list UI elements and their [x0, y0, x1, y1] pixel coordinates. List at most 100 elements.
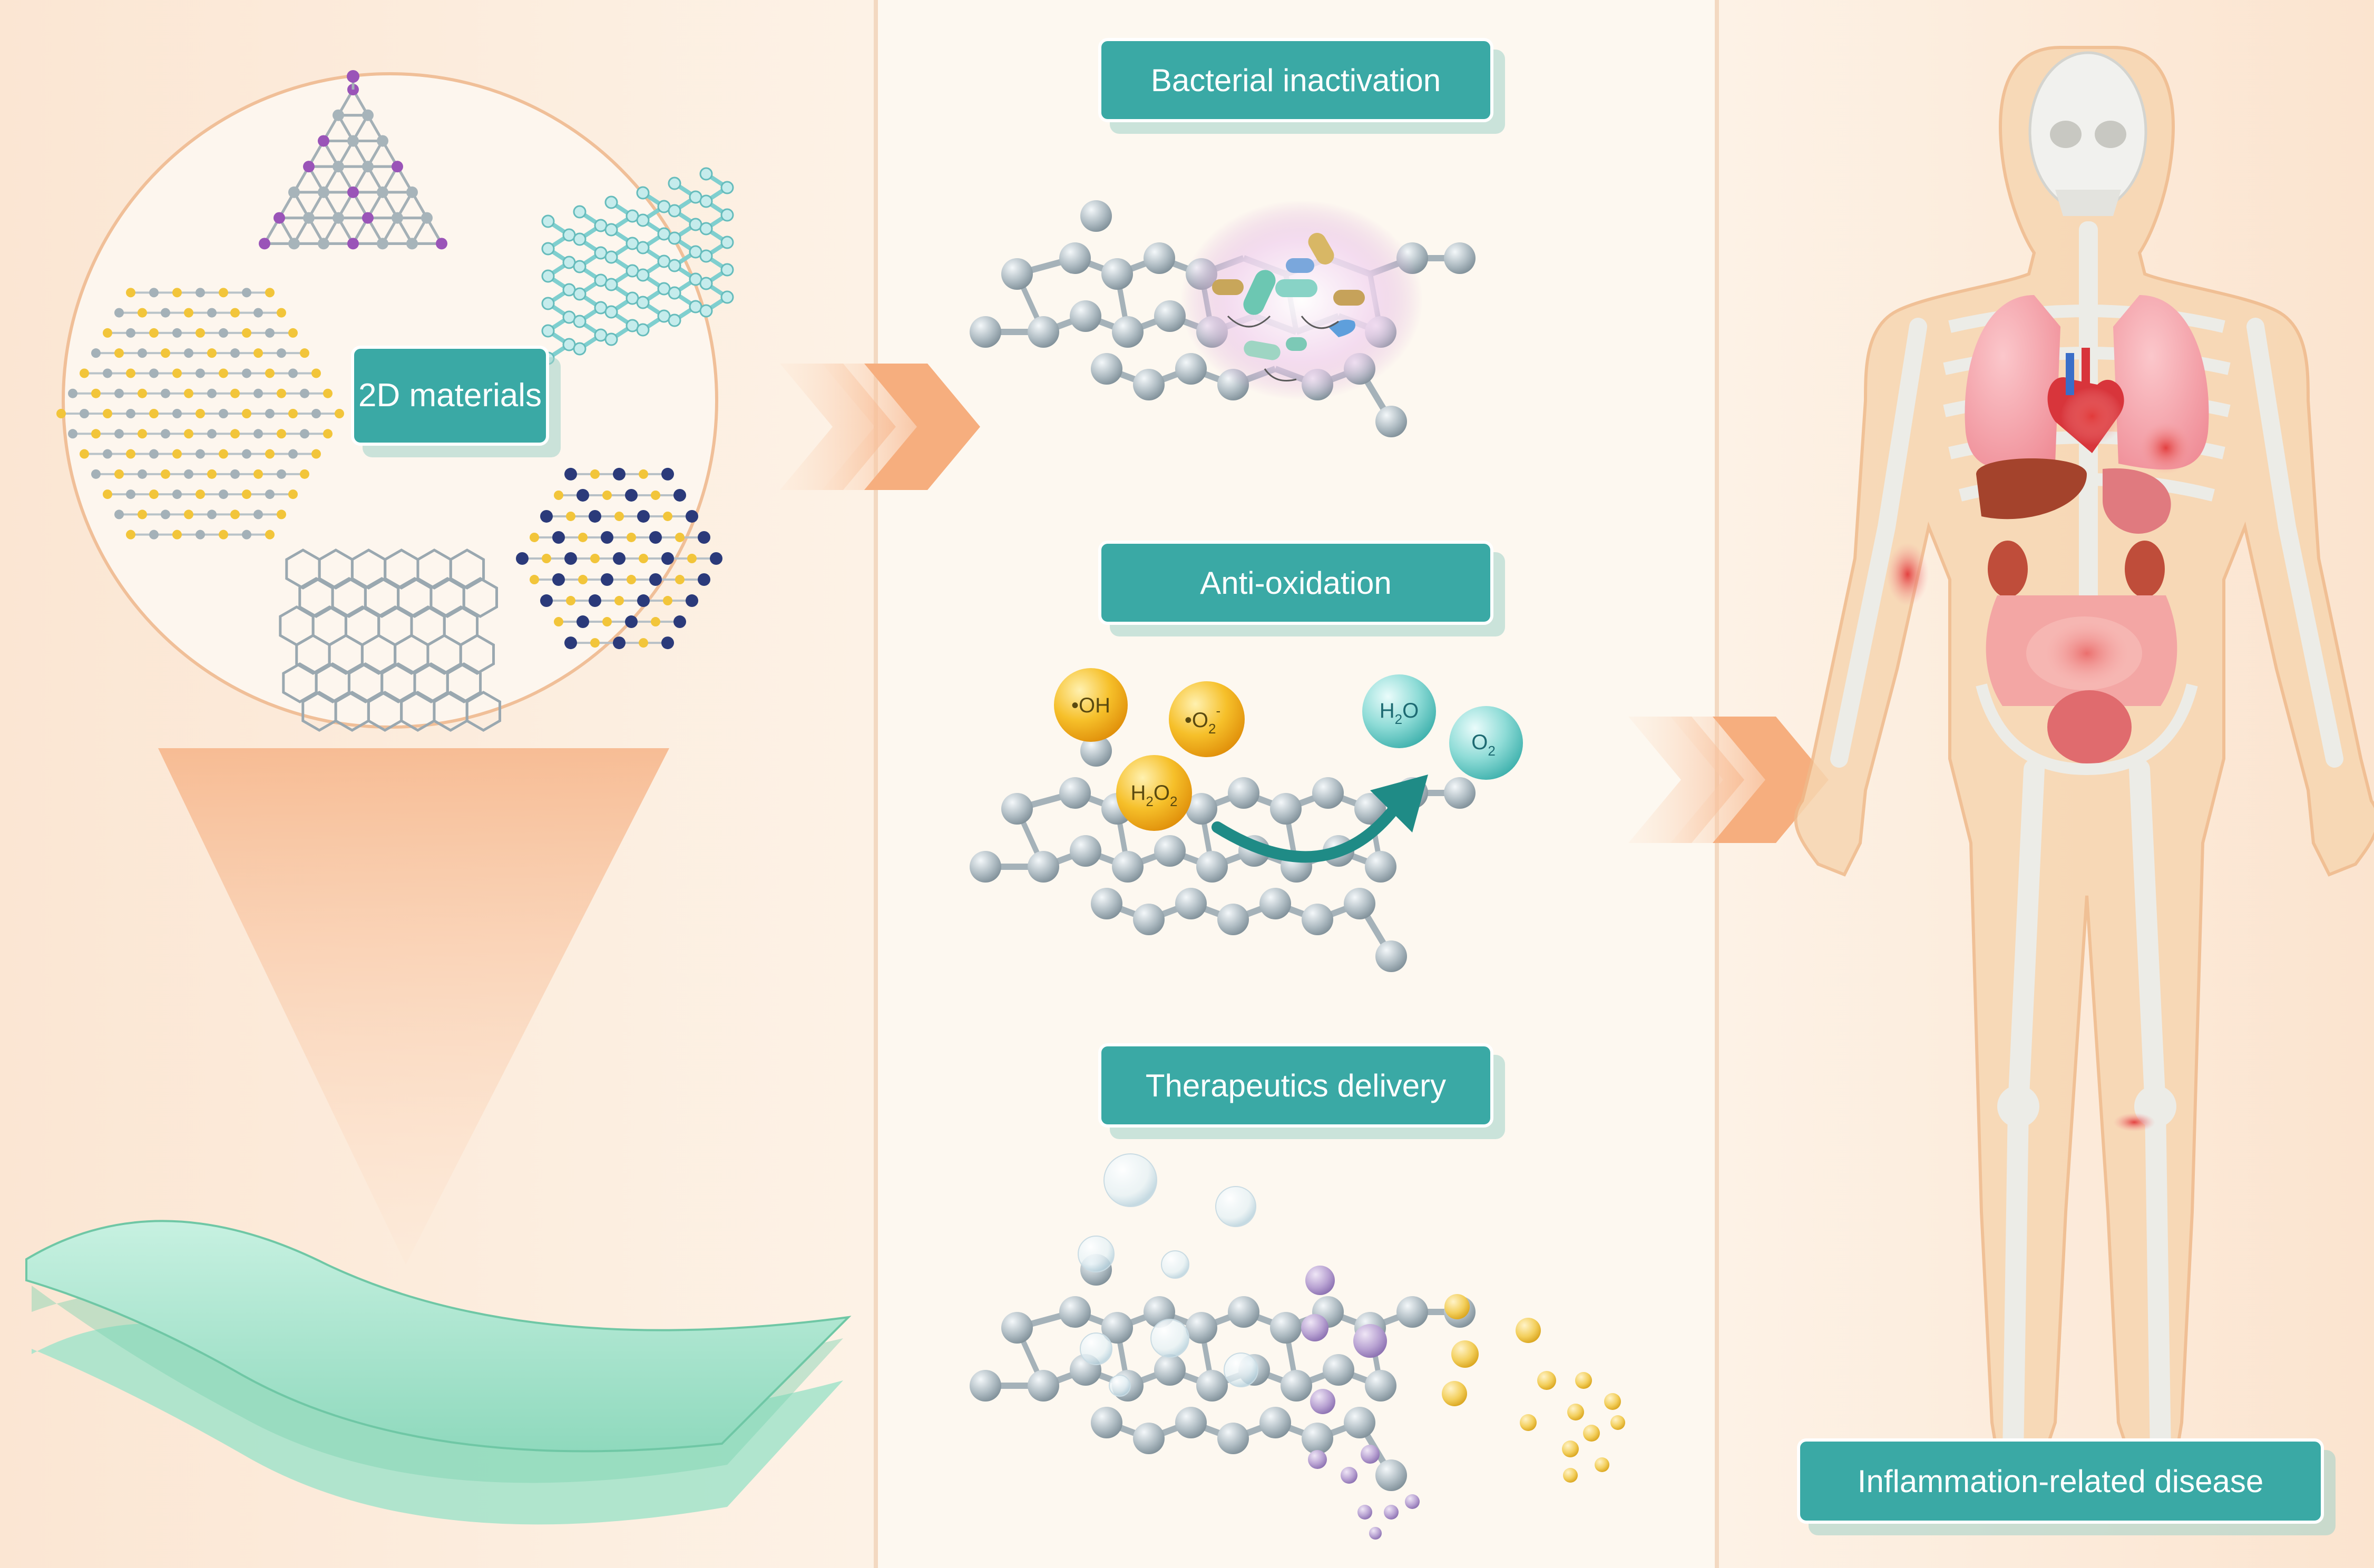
atom: [207, 469, 217, 479]
2d-sheet-stack: [25, 1220, 852, 1525]
atom: [288, 409, 298, 418]
atom: [627, 532, 636, 542]
atom: [103, 409, 112, 418]
atom: [273, 212, 285, 224]
atom: [277, 308, 286, 318]
atom: [242, 530, 251, 540]
atom: [673, 488, 686, 502]
atom: [552, 531, 565, 544]
atom: [172, 489, 182, 499]
water-sphere: H2O: [1362, 674, 1436, 748]
atom: [1365, 851, 1396, 883]
human-body-figure: [1794, 46, 2374, 1498]
superoxide-subscript: 2: [1208, 721, 1216, 737]
atom: [288, 368, 298, 378]
atom: [1228, 1296, 1259, 1328]
atom: [661, 636, 674, 650]
atom: [265, 449, 275, 459]
atom: [698, 531, 710, 544]
atom: [323, 429, 333, 439]
atom: [668, 313, 681, 327]
atom: [277, 469, 286, 479]
atom: [161, 429, 170, 439]
atom: [242, 288, 251, 298]
atom: [68, 388, 77, 398]
atom: [311, 449, 321, 459]
atom: [686, 509, 698, 523]
atom: [1028, 1370, 1059, 1402]
atom: [149, 489, 159, 499]
atom: [1154, 1354, 1186, 1386]
atom: [333, 212, 344, 224]
atom: [1175, 353, 1207, 385]
atom: [288, 489, 298, 499]
drug-particle-gold: [1595, 1457, 1609, 1472]
conversion-arrow: [1212, 775, 1428, 863]
atom: [668, 286, 681, 300]
atom: [1344, 1407, 1375, 1438]
atom: [601, 573, 613, 586]
atom: [1302, 1423, 1333, 1454]
drug-particle-purple: [1310, 1389, 1335, 1414]
atom: [675, 575, 685, 585]
atom: [207, 348, 217, 358]
atom: [114, 429, 124, 439]
atom: [636, 241, 650, 254]
atom: [542, 554, 551, 563]
atom: [589, 594, 601, 607]
atom: [604, 305, 618, 319]
atom: [242, 449, 251, 459]
lattice-therapeutics: [970, 1254, 1476, 1491]
atom: [103, 449, 112, 459]
atom: [1070, 835, 1101, 867]
atom: [686, 594, 698, 607]
hexagon: [449, 548, 485, 590]
atom: [259, 238, 270, 250]
atom: [300, 469, 309, 479]
atom: [406, 238, 418, 250]
atom: [687, 554, 697, 563]
atom: [1175, 888, 1207, 919]
svg-text:O2: O2: [1471, 731, 1496, 759]
atom: [1354, 793, 1386, 825]
atom: [80, 368, 89, 378]
atom: [230, 308, 240, 318]
atom: [184, 469, 193, 479]
atom: [149, 409, 159, 418]
label-inflammation-related-disease: Inflammation-related disease: [1797, 1438, 2324, 1524]
atom: [590, 638, 600, 648]
atom: [1259, 888, 1291, 919]
material-honeycomb-lattice: [279, 548, 502, 732]
atom: [253, 348, 263, 358]
atom: [573, 205, 587, 219]
atom: [649, 573, 662, 586]
atom: [138, 388, 147, 398]
atom: [668, 204, 681, 218]
atom: [1154, 300, 1186, 332]
drug-particle-gold: [1516, 1318, 1541, 1343]
atom: [530, 532, 539, 542]
atom: [219, 409, 228, 418]
atom: [541, 214, 555, 228]
hexagon: [462, 577, 499, 618]
superoxide-superscript: -: [1216, 703, 1220, 719]
atom: [720, 181, 734, 194]
atom: [637, 594, 650, 607]
atom: [578, 575, 588, 585]
atom: [625, 615, 638, 629]
atom: [333, 109, 344, 121]
atom: [636, 186, 650, 200]
atom: [577, 615, 589, 629]
atom: [1154, 835, 1186, 867]
atom: [333, 161, 344, 173]
atom: [668, 177, 681, 190]
atom: [138, 509, 147, 520]
drug-particle-purple: [1305, 1266, 1335, 1295]
atom: [219, 530, 228, 540]
atom: [649, 531, 662, 544]
atom: [604, 332, 618, 346]
atom: [318, 186, 329, 198]
atom: [1365, 1370, 1396, 1402]
atom: [335, 409, 344, 418]
